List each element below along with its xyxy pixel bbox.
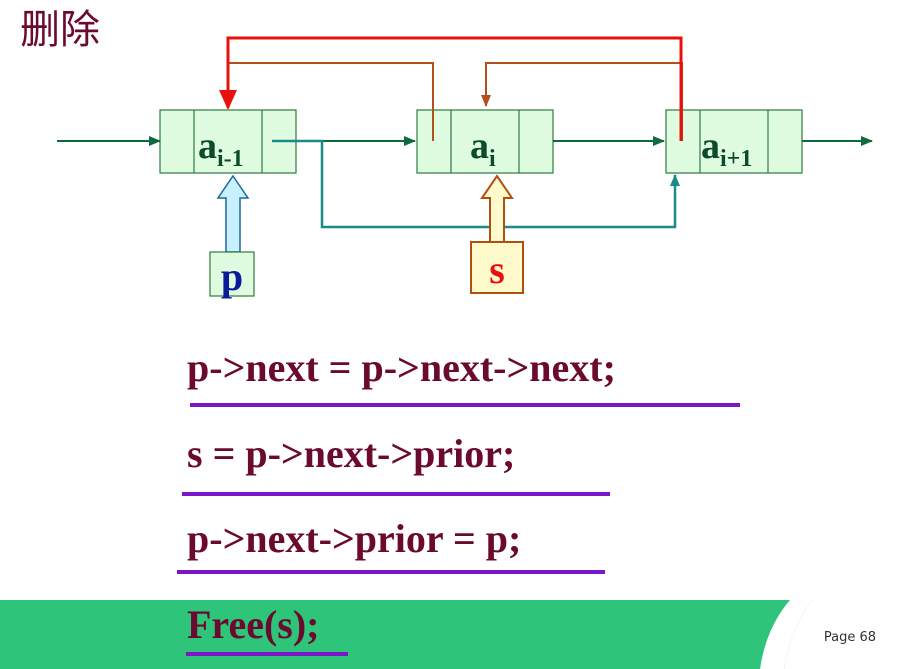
- code-line-2: s = p->next->prior;: [187, 431, 516, 476]
- code-line-1: p->next = p->next->next;: [187, 345, 616, 390]
- pointer-s: s: [470, 174, 524, 294]
- code-underline-1: [190, 403, 740, 407]
- svg-text:ai-1: ai-1: [198, 125, 244, 172]
- code-line-4: Free(s);: [187, 602, 320, 647]
- node-label: a: [470, 125, 489, 167]
- page-title: 删除: [20, 7, 100, 53]
- new-prior-arrow: [219, 36, 683, 141]
- node-subscript: i-1: [217, 146, 244, 172]
- node-subscript: i: [489, 146, 496, 172]
- svg-text:ai+1: ai+1: [701, 125, 752, 172]
- footer-band: [0, 600, 908, 669]
- pointer-p: p: [209, 174, 255, 299]
- node-a-i: ai: [416, 109, 554, 174]
- code-underline-2: [182, 492, 610, 496]
- pointer-p-label: p: [221, 254, 243, 299]
- code-underline-3: [177, 570, 605, 574]
- pointer-s-label: s: [489, 247, 505, 292]
- node-label: a: [198, 125, 217, 167]
- bypass-next-arrow: [272, 139, 680, 229]
- page-number: Page 68: [823, 630, 876, 645]
- node-subscript: i+1: [720, 146, 752, 172]
- node-a-i-plus-1: ai+1: [665, 109, 803, 174]
- svg-text:ai: ai: [470, 125, 496, 172]
- prior-arrow-2-to-1: [228, 62, 434, 141]
- node-label: a: [701, 125, 720, 167]
- code-line-3: p->next->prior = p;: [187, 516, 522, 561]
- code-underline-4: [186, 652, 348, 656]
